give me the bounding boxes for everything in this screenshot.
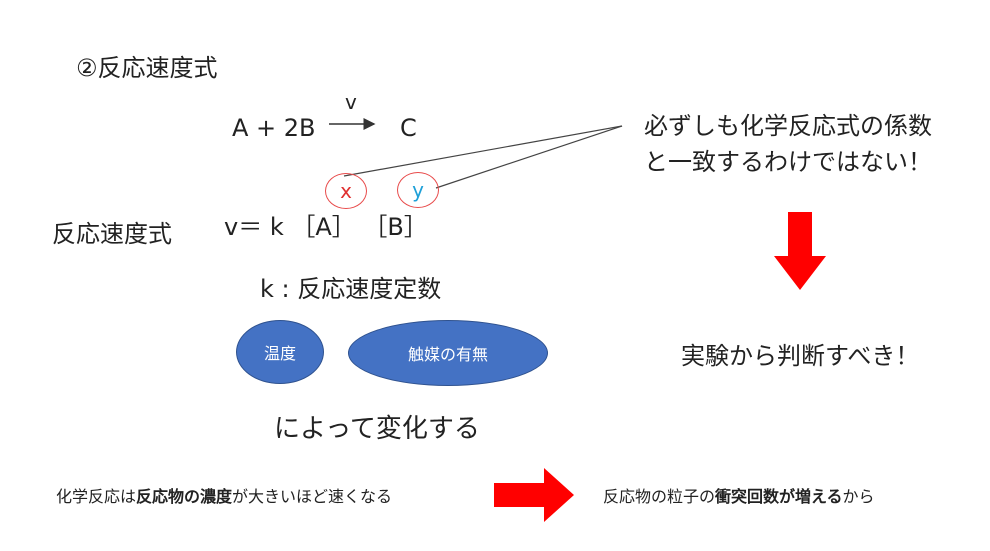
bottom-right-part1: 反応物の粒子の — [603, 487, 716, 506]
bottom-left-part1: 化学反応は — [56, 487, 137, 506]
bottom-right-bold: 衝突回数が増える — [715, 487, 843, 506]
right-arrow — [494, 468, 574, 522]
bottom-left-part2: が大きいほど速くなる — [232, 487, 393, 506]
exponent-y-label: y — [412, 178, 424, 202]
exponent-x-circle: x — [325, 173, 367, 209]
change-text: によって変化する — [274, 414, 480, 444]
reaction-reactants: A + 2B — [232, 114, 316, 142]
callout-line-x — [343, 125, 623, 177]
experiment-text: 実験から判断すべき！ — [681, 342, 920, 370]
section-heading: ②反応速度式 — [76, 54, 218, 82]
note-line-2: と一致するわけではない！ — [644, 148, 932, 176]
catalyst-label: 触媒の有無 — [407, 345, 488, 364]
bottom-left-bold: 反応物の濃度 — [136, 487, 233, 506]
exponent-y-circle: y — [397, 172, 439, 208]
reaction-rate-symbol: v — [345, 90, 357, 114]
down-arrow — [774, 212, 826, 290]
callout-line-y — [435, 125, 623, 189]
bottom-right-part2: から — [842, 487, 875, 506]
bottom-right-statement: 反応物の粒子の衝突回数が増えるから — [603, 483, 875, 507]
exponent-x-label: x — [340, 179, 352, 203]
bottom-left-statement: 化学反応は反応物の濃度が大きいほど速くなる — [56, 483, 392, 507]
rate-constant-text: k : 反応速度定数 — [260, 275, 442, 303]
rate-law-equation: v＝ k ［A］ ［B］ — [224, 213, 428, 241]
temperature-ellipse: 温度 — [236, 320, 324, 384]
note-line-1: 必ずしも化学反応式の係数 — [644, 112, 932, 140]
temperature-label: 温度 — [263, 344, 296, 363]
reaction-product: C — [400, 114, 417, 142]
catalyst-ellipse: 触媒の有無 — [348, 320, 548, 386]
rate-law-label: 反応速度式 — [52, 220, 172, 248]
